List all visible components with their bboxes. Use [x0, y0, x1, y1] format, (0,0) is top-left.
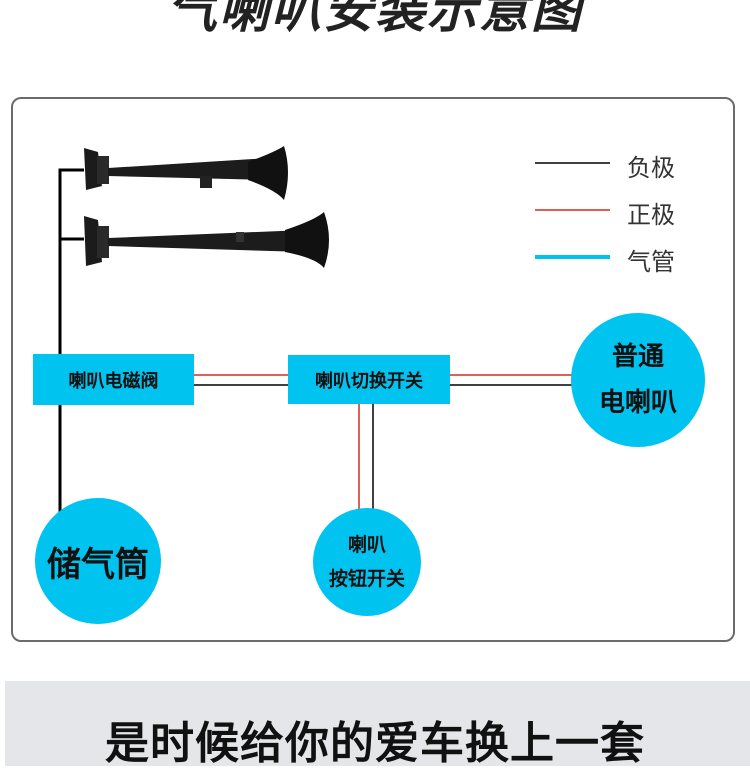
horn-mount-line [58, 168, 84, 520]
air-tank-node: 储气筒 [35, 498, 161, 624]
horn-button-node: 喇叭 按钮开关 [313, 508, 421, 616]
solenoid-valve-label: 喇叭电磁阀 [68, 370, 159, 392]
air-tank-label: 储气筒 [47, 544, 149, 585]
air-horn-upper-icon [84, 146, 288, 200]
solenoid-valve-box: 喇叭电磁阀 [33, 354, 194, 405]
horn-button-label-1: 喇叭 [347, 534, 386, 556]
electric-horn-label-1: 普通 [611, 342, 664, 372]
electric-horn-label-2: 电喇叭 [598, 388, 677, 418]
switch-box: 喇叭切换开关 [288, 355, 450, 404]
horn-button-label-2: 按钮开关 [328, 568, 405, 590]
footer-slogan: 是时候给你的爱车换上一套 [105, 718, 645, 769]
legend-label-negative: 负极 [627, 154, 675, 182]
switch-label: 喇叭切换开关 [315, 370, 423, 392]
footer-band [5, 681, 750, 766]
air-horn-lower-icon [84, 212, 329, 268]
legend-label-positive: 正极 [627, 201, 675, 229]
legend-label-air: 气管 [627, 248, 675, 276]
electric-horn-node: 普通 电喇叭 [571, 313, 705, 447]
page-title: 气喇叭安装示意图 [167, 0, 583, 39]
